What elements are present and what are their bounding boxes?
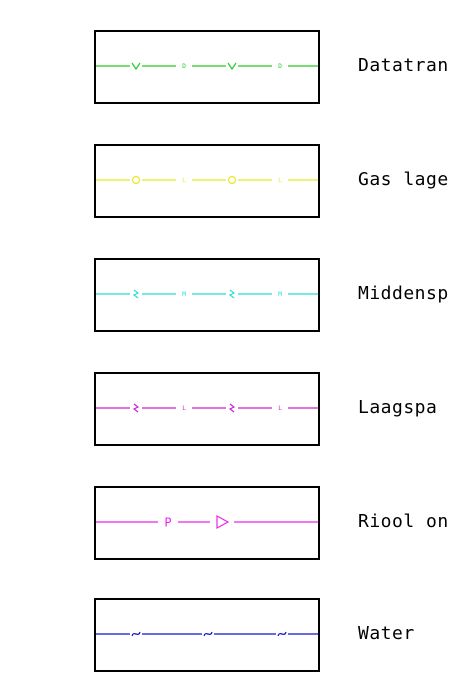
- legend-label-laagspanning: Laagspa: [358, 397, 438, 418]
- zigzag-symbol-icon: [132, 289, 140, 299]
- line-swatch-riool: P: [94, 486, 320, 560]
- legend-row-water: Water: [0, 598, 449, 676]
- zigzag-symbol-icon: [228, 289, 236, 299]
- wave-symbol-icon: [131, 631, 141, 637]
- legend-row-riool: P Riool on: [0, 486, 449, 564]
- letter-symbol-icon: D: [182, 63, 186, 70]
- circle-symbol-icon: [131, 175, 141, 185]
- v-symbol-icon: [131, 62, 141, 71]
- wave-symbol-icon: [203, 631, 213, 637]
- line-pattern-water: [96, 631, 318, 637]
- letter-symbol-icon: L: [182, 405, 186, 412]
- zigzag-symbol-icon: [132, 403, 140, 413]
- v-symbol-icon: [227, 62, 237, 71]
- line-pattern-riool: P: [96, 514, 318, 530]
- letter-symbol-icon: D: [278, 63, 282, 70]
- legend-label-middenspanning: Middensp: [358, 283, 449, 304]
- legend-label-datatransport: Datatran: [358, 55, 449, 76]
- legend-label-riool: Riool on: [358, 511, 449, 532]
- legend-label-water: Water: [358, 623, 415, 644]
- line-swatch-water: [94, 598, 320, 672]
- p-symbol-icon: P: [164, 515, 171, 529]
- letter-symbol-icon: L: [278, 177, 282, 184]
- letter-symbol-icon: L: [278, 405, 282, 412]
- circle-symbol-icon: [227, 175, 237, 185]
- letter-symbol-icon: L: [182, 177, 186, 184]
- letter-symbol-icon: M: [182, 291, 186, 298]
- triangle-symbol-icon: [216, 514, 230, 530]
- letter-symbol-icon: M: [278, 291, 282, 298]
- legend-label-gas: Gas lage: [358, 169, 449, 190]
- wave-symbol-icon: [277, 631, 287, 637]
- zigzag-symbol-icon: [228, 403, 236, 413]
